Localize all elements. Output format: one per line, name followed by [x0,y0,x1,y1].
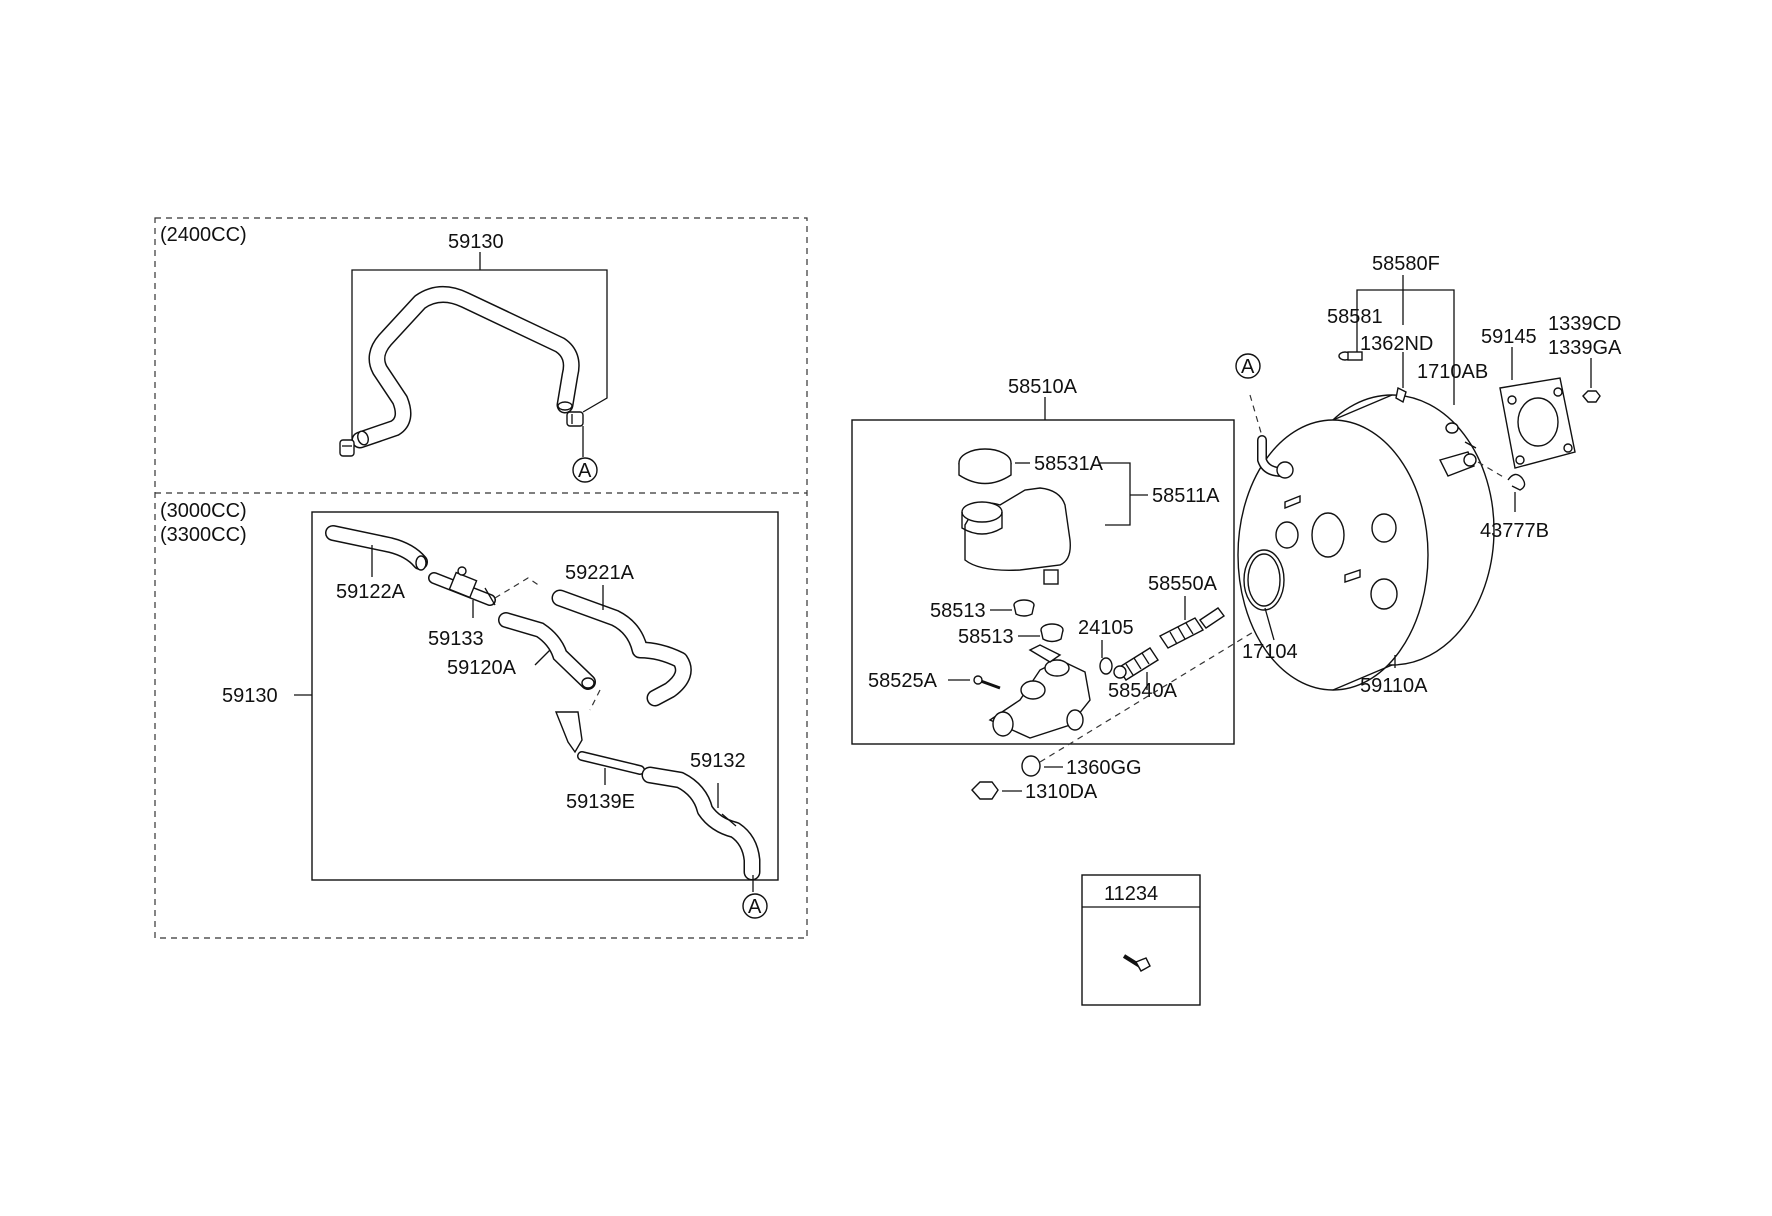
part-58525A: 58525A [868,670,938,692]
part-59139E: 59139E [566,791,635,813]
label-3300cc: (3300CC) [160,524,247,546]
hose-59132 [641,766,761,881]
part-58531A: 58531A [1034,453,1104,475]
hose-59221A [551,589,692,707]
ref-a-booster: A [1241,356,1255,378]
ref-a-bottom: A [748,896,762,918]
part-59130-side: 59130 [222,685,278,707]
part-58580F: 58580F [1372,253,1440,275]
part-24105: 24105 [1078,617,1134,639]
check-valve-59133 [428,566,496,606]
clip-43777B [1507,473,1526,491]
clip-1362ND [1395,386,1407,404]
part-58581: 58581 [1327,306,1383,328]
ref-circle-a-top [572,457,598,483]
part-58513-b: 58513 [958,626,1014,648]
part-59120A: 59120A [447,657,517,679]
master-cylinder-body [988,644,1091,739]
leader-59130-top [351,269,608,440]
o-ring-24105 [1099,657,1113,675]
part-59122A: 59122A [336,581,406,603]
clip-1710AB [1445,422,1459,434]
part-59145: 59145 [1481,326,1537,348]
grommet-58513-b [1040,623,1064,643]
part-17104: 17104 [1242,641,1298,663]
part-59133: 59133 [428,628,484,650]
part-1310DA: 1310DA [1025,781,1098,803]
part-58540A: 58540A [1108,680,1178,702]
pin-58581 [1338,351,1363,361]
engine-variant-frame [154,217,808,939]
piston-58540A [1113,647,1159,681]
ref-circle-a-bottom [742,893,768,919]
gasket-17104 [1243,549,1285,611]
hose-59122A [325,525,428,571]
part-1339CD: 1339CD [1548,313,1621,335]
hose-assembly-box [311,511,779,881]
part-58550A: 58550A [1148,573,1218,595]
part-58510A: 58510A [1008,376,1078,398]
part-58513-a: 58513 [930,600,986,622]
part-59221A: 59221A [565,562,635,584]
nut-1339 [1582,390,1601,403]
gasket-plate-59145 [1499,377,1576,469]
brake-fluid-reservoir [961,487,1071,585]
hose-59120A [498,612,596,690]
hose-clamp-right [566,411,584,427]
part-1362ND: 1362ND [1360,333,1433,355]
washer-1360GG [1021,755,1041,777]
part-59132: 59132 [690,750,746,772]
label-3000cc: (3000CC) [160,500,247,522]
piston-58550A [1158,607,1226,649]
label-2400cc: (2400CC) [160,224,247,246]
part-1710AB: 1710AB [1417,361,1488,383]
ref-a-top: A [578,460,592,482]
vacuum-hose-2400 [351,286,580,449]
bolt-58525A [973,675,1001,690]
part-1360GG: 1360GG [1066,757,1142,779]
master-cylinder-box [851,419,1235,745]
part-59110A: 59110A [1360,675,1428,697]
clevis-yoke [1438,441,1477,477]
part-59130-top: 59130 [448,231,504,253]
grommet-58513-a [1013,599,1035,617]
bracket-59139E [554,711,645,775]
ref-circle-a-booster [1235,353,1261,379]
nut-1310DA [971,781,999,800]
part-11234: 11234 [1104,883,1158,905]
reservoir-cap [958,448,1012,485]
bolt-11234 [1122,954,1151,972]
bolt-11234-box [1081,874,1201,1006]
part-1339GA: 1339GA [1548,337,1622,359]
hose-clamp-left [339,439,355,457]
part-43777B: 43777B [1480,520,1549,542]
part-58511A: 58511A [1152,485,1220,507]
